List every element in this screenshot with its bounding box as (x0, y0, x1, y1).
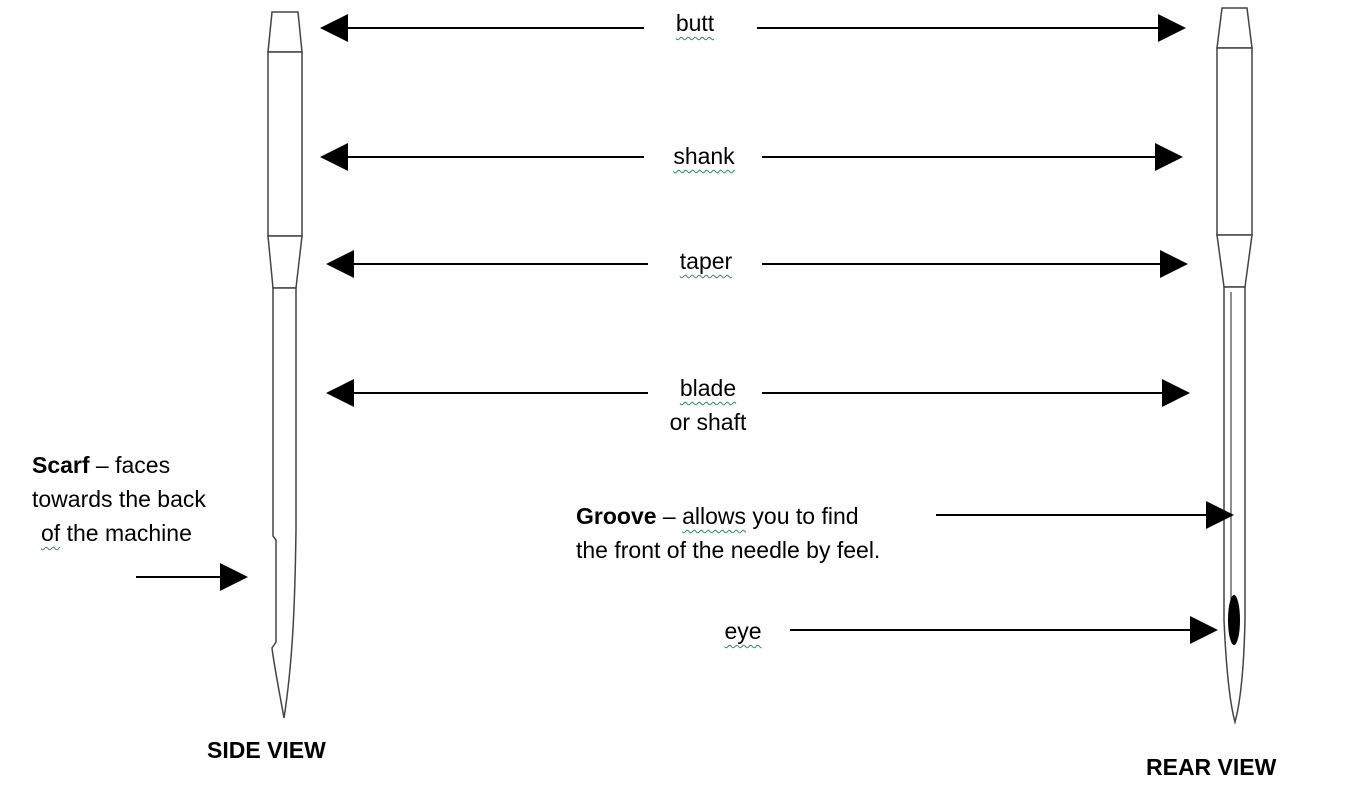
scarf-line1-rest: – faces (89, 452, 171, 478)
groove-title: Groove (576, 503, 657, 529)
butt-arrow (320, 14, 1186, 42)
side-view-needle (267, 11, 303, 719)
eye-label: eye (724, 614, 761, 648)
butt-label: butt (676, 6, 714, 40)
taper-label: taper (680, 244, 732, 278)
blade-arrow (326, 379, 1190, 407)
groove-line1-rest: you to find (746, 503, 859, 529)
groove-dash: – (656, 503, 683, 529)
shank-arrow (320, 143, 1183, 171)
groove-line2: the front of the needle by feel. (576, 537, 881, 563)
side-view-label: SIDE VIEW (207, 737, 326, 763)
needle-eye (1228, 595, 1240, 645)
blade-label: blade or shaft (670, 371, 747, 439)
eye-label-text: eye (724, 618, 762, 644)
blade-label-line1: blade (679, 375, 737, 401)
scarf-arrow (136, 563, 248, 591)
taper-label-text: taper (679, 248, 733, 274)
taper-arrow (326, 250, 1188, 278)
scarf-title: Scarf (32, 452, 90, 478)
scarf-line3-word: of (41, 520, 61, 546)
eye-arrow (790, 616, 1218, 644)
groove-word: allows (682, 503, 747, 529)
scarf-label: Scarf – faces towards the back of the ma… (32, 448, 206, 550)
shank-label: shank (673, 139, 734, 173)
scarf-line2: towards the back (32, 486, 206, 512)
groove-label: Groove – allows you to find the front of… (576, 499, 880, 567)
scarf-line3-rest: the machine (60, 520, 192, 546)
shank-label-text: shank (673, 143, 735, 169)
rear-view-label: REAR VIEW (1146, 754, 1277, 780)
blade-label-line2: or shaft (669, 409, 747, 435)
groove-arrow (936, 501, 1234, 529)
butt-label-text: butt (675, 10, 715, 36)
rear-view-needle (1216, 7, 1253, 725)
